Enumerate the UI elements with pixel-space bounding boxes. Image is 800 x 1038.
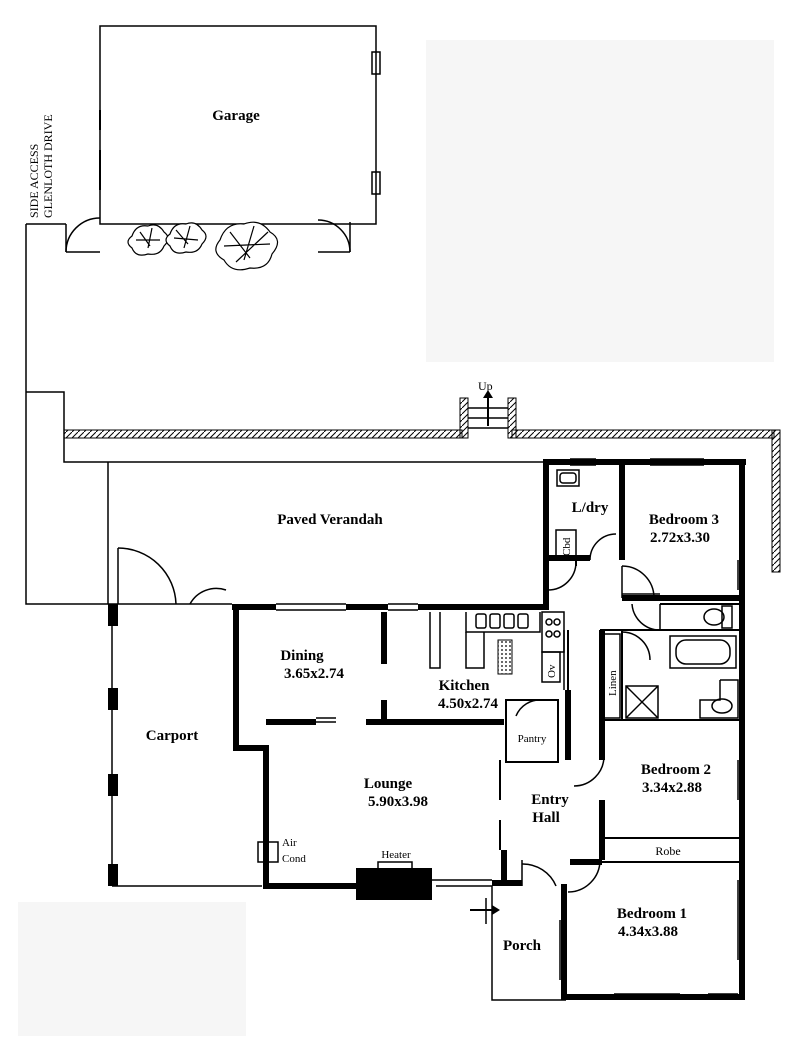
porch-label: Porch [503, 938, 542, 954]
kitchen-benches [429, 611, 565, 683]
oven-label: Ov [546, 664, 558, 678]
bedroom3-label: Bedroom 3 [649, 512, 719, 528]
glenloth-drive-label: GLENLOTH DRIVE [41, 114, 55, 218]
bedroom3-dims: 2.72x3.30 [650, 530, 710, 546]
vanity-icon [699, 679, 739, 719]
laundry-label: L/dry [572, 500, 609, 516]
laundry-trough-icon [556, 469, 580, 487]
side-access-label: SIDE ACCESS [27, 144, 41, 218]
verandah [107, 462, 232, 605]
blank-panel-bottom-left [18, 902, 246, 1036]
dining-label: Dining [280, 648, 324, 664]
kitchen-dims: 4.50x2.74 [438, 696, 499, 712]
bedroom2-dims: 3.34x2.88 [642, 780, 702, 796]
kitchen-label: Kitchen [439, 678, 490, 694]
verandah-label: Paved Verandah [277, 512, 383, 528]
hall-label: Hall [532, 810, 560, 826]
air-cond-label: Air Cond [282, 837, 306, 865]
garage-label: Garage [212, 108, 260, 124]
up-label: Up [478, 379, 493, 393]
toilet-icon [703, 605, 733, 629]
air-conditioner-icon [257, 841, 279, 863]
steps-up-icon [468, 390, 508, 429]
lounge-label: Lounge [364, 776, 413, 792]
door-swings [316, 533, 661, 893]
dining-dims: 3.65x2.74 [284, 666, 345, 682]
house-walls [232, 458, 746, 1001]
shower-icon [625, 685, 659, 719]
heater-label: Heater [381, 849, 411, 861]
garage [65, 25, 381, 253]
linen-label: Linen [607, 670, 619, 696]
linen-cupboard [603, 633, 621, 719]
carport-label: Carport [146, 728, 199, 744]
front-entry-arrow-icon [470, 898, 500, 924]
blank-panel-top-right [426, 40, 774, 362]
bedroom1-dims: 4.34x3.88 [618, 924, 678, 940]
carport [108, 604, 262, 887]
bath-icon [669, 635, 737, 669]
bedroom1-label: Bedroom 1 [617, 906, 687, 922]
lounge-dims: 5.90x3.98 [368, 794, 428, 810]
pantry-label: Pantry [518, 733, 547, 745]
cupboard [555, 529, 577, 559]
cupboard-label: Cbd [561, 537, 573, 556]
boundary-fence [25, 223, 546, 605]
shrubs-icon [127, 221, 279, 271]
robe-label: Robe [655, 844, 680, 858]
garden-wall [63, 397, 781, 573]
heater-icon [356, 861, 432, 900]
bedroom2-label: Bedroom 2 [641, 762, 711, 778]
entry-label: Entry [531, 792, 569, 808]
